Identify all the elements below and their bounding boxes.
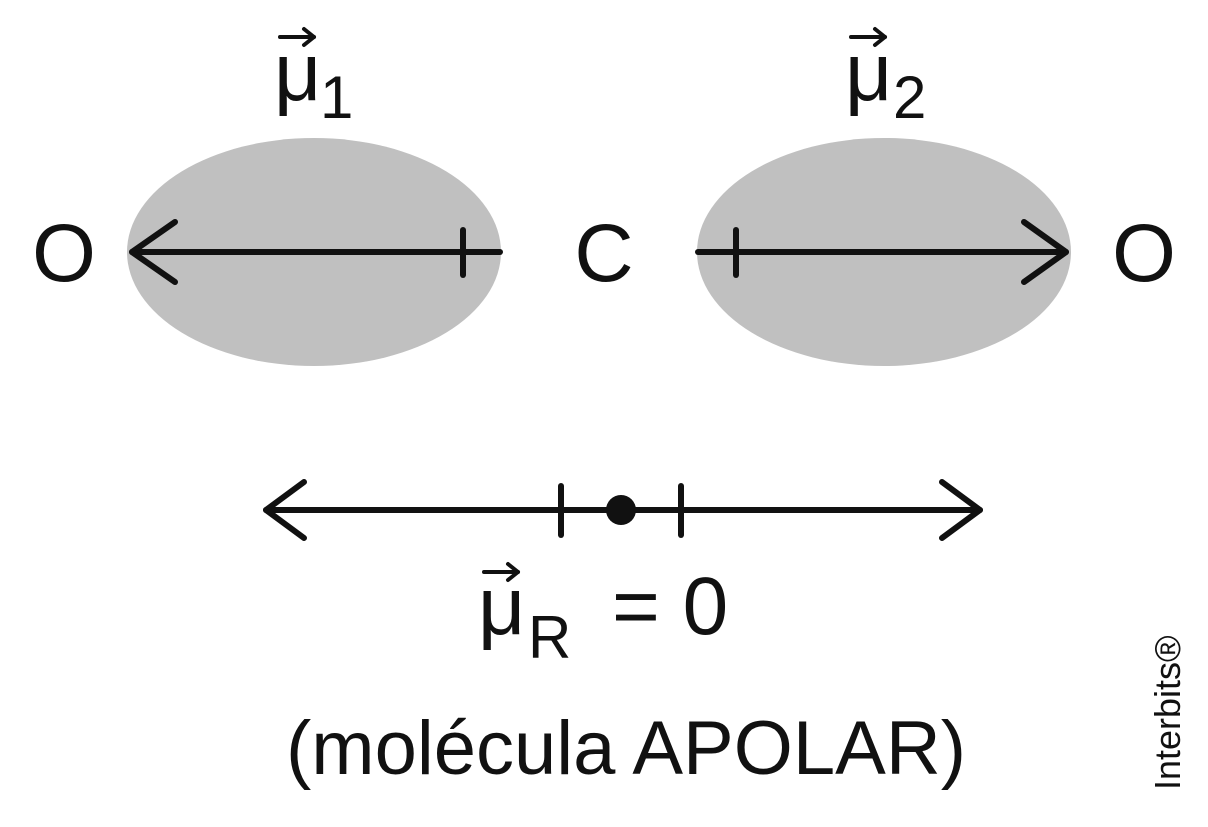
label-mu2: μ 2 <box>845 27 926 131</box>
vector-arrow-icon <box>278 27 316 47</box>
muR-symbol: μ <box>478 561 525 652</box>
mu2-symbol: μ <box>845 27 892 118</box>
center-dot <box>606 495 636 525</box>
atom-oxygen-right: O <box>1112 208 1176 299</box>
vector-arrow-icon <box>482 562 520 582</box>
atom-oxygen-left: O <box>32 208 96 299</box>
caption: (molécula APOLAR) <box>286 706 966 791</box>
mu2-subscript: 2 <box>893 64 926 131</box>
atom-carbon: C <box>574 208 633 299</box>
vector-arrow-icon <box>849 27 887 47</box>
label-mu1: μ 1 <box>274 27 353 131</box>
muR-equation: = 0 <box>612 561 728 652</box>
muR-subscript: R <box>528 604 571 671</box>
dipole-arrow-mu1 <box>129 219 503 285</box>
dipole-arrow-mu2 <box>695 219 1069 285</box>
watermark: Interbits® <box>1147 635 1188 790</box>
label-mu-resultant: μ R = 0 <box>478 561 728 671</box>
mu1-subscript: 1 <box>320 64 353 131</box>
mu1-symbol: μ <box>274 27 321 118</box>
